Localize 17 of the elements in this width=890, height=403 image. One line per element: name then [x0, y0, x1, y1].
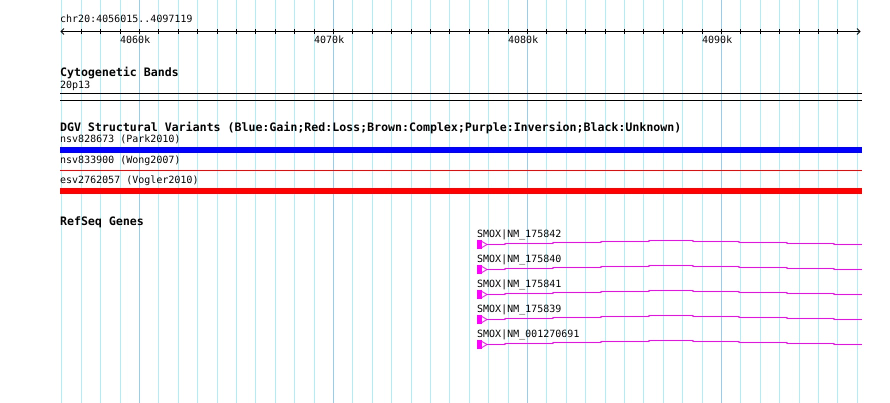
axis-tick-label: 4090k — [702, 35, 732, 47]
gene-label: SMOX|NM_175842 — [477, 229, 562, 241]
region-coordinates: chr20:4056015..4097119 — [60, 14, 192, 26]
band-label: 20p13 — [60, 80, 90, 92]
gene-label: SMOX|NM_175841 — [477, 279, 562, 291]
track-title: RefSeq Genes — [60, 215, 144, 227]
gene-label: SMOX|NM_175839 — [477, 304, 562, 316]
gene-label: SMOX|NM_175840 — [477, 254, 562, 266]
gene-label: SMOX|NM_001270691 — [477, 329, 580, 341]
track-title: DGV Structural Variants (Blue:Gain;Red:Loss;Brown:Complex;Purple:Inversion;Black:Unknown) — [60, 121, 682, 133]
variant-label: nsv833900 (Wong2007) — [60, 155, 180, 167]
axis-tick-label: 4070k — [314, 35, 344, 47]
track-title: Cytogenetic Bands — [60, 66, 179, 78]
axis-tick-label: 4080k — [508, 35, 538, 47]
variant-label: esv2762057 (Vogler2010) — [60, 175, 198, 187]
axis-tick-label: 4060k — [120, 35, 150, 47]
variant-label: nsv828673 (Park2010) — [60, 134, 180, 146]
